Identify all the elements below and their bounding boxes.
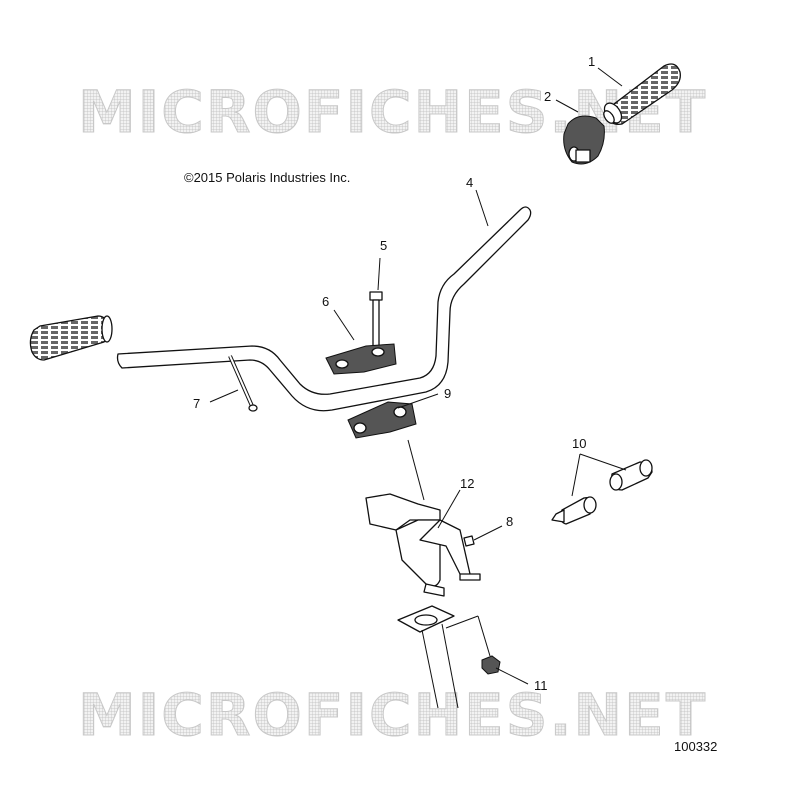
right-grip [603, 63, 681, 125]
left-grip [29, 315, 113, 361]
long-bolt [228, 355, 258, 412]
mounting-bracket [365, 493, 481, 597]
copyright-text: ©2015 Polaris Industries Inc. [184, 170, 350, 185]
callout-10: 10 [572, 436, 586, 451]
lower-clamp [347, 401, 417, 439]
sleeve-pair [551, 459, 653, 525]
callout-9: 9 [444, 386, 451, 401]
leader-lines [209, 67, 627, 685]
document-number: 100332 [674, 739, 717, 754]
watermark-top: MICROFICHES.NET [78, 78, 707, 146]
callout-11: 11 [534, 678, 548, 693]
callout-2: 2 [544, 89, 551, 104]
small-bolt [463, 535, 475, 547]
callout-7: 7 [193, 396, 200, 411]
steering-column [397, 605, 459, 709]
nut [481, 655, 501, 675]
callout-12: 12 [460, 476, 474, 491]
bolt-5 [369, 291, 383, 347]
callout-1: 1 [588, 54, 595, 69]
watermark-bottom: MICROFICHES.NET [78, 681, 707, 749]
callout-8: 8 [506, 514, 513, 529]
callout-6: 6 [322, 294, 329, 309]
callout-5: 5 [380, 238, 387, 253]
handlebar [116, 206, 532, 412]
throttle-housing [563, 115, 605, 165]
upper-clamp [325, 343, 397, 375]
callout-labels: 1 2 4 5 6 7 9 10 12 8 11 [193, 54, 595, 693]
callout-4: 4 [466, 175, 473, 190]
